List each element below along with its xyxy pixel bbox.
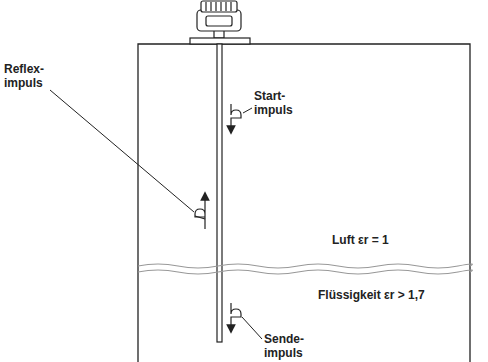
leader-line (50, 90, 194, 212)
flange (190, 38, 250, 44)
medium-label: Luft εr = 1 (332, 233, 472, 247)
tank-wall (138, 44, 470, 362)
leader-line (242, 317, 262, 339)
reflex-pulse (195, 196, 205, 229)
start-pulse (231, 104, 241, 130)
pulse-label: Start- impuls (254, 89, 306, 117)
pulse-label: Sende- impuls (264, 332, 316, 360)
medium-label: Flüssigkeit εr > 1,7 (318, 288, 478, 302)
pulse-label: Reflex- impuls (4, 62, 56, 90)
leader-line (243, 108, 252, 113)
sende-pulse (231, 303, 241, 329)
probe-rod (217, 44, 222, 342)
sensor-housing (197, 1, 241, 38)
liquid-surface (138, 264, 472, 274)
